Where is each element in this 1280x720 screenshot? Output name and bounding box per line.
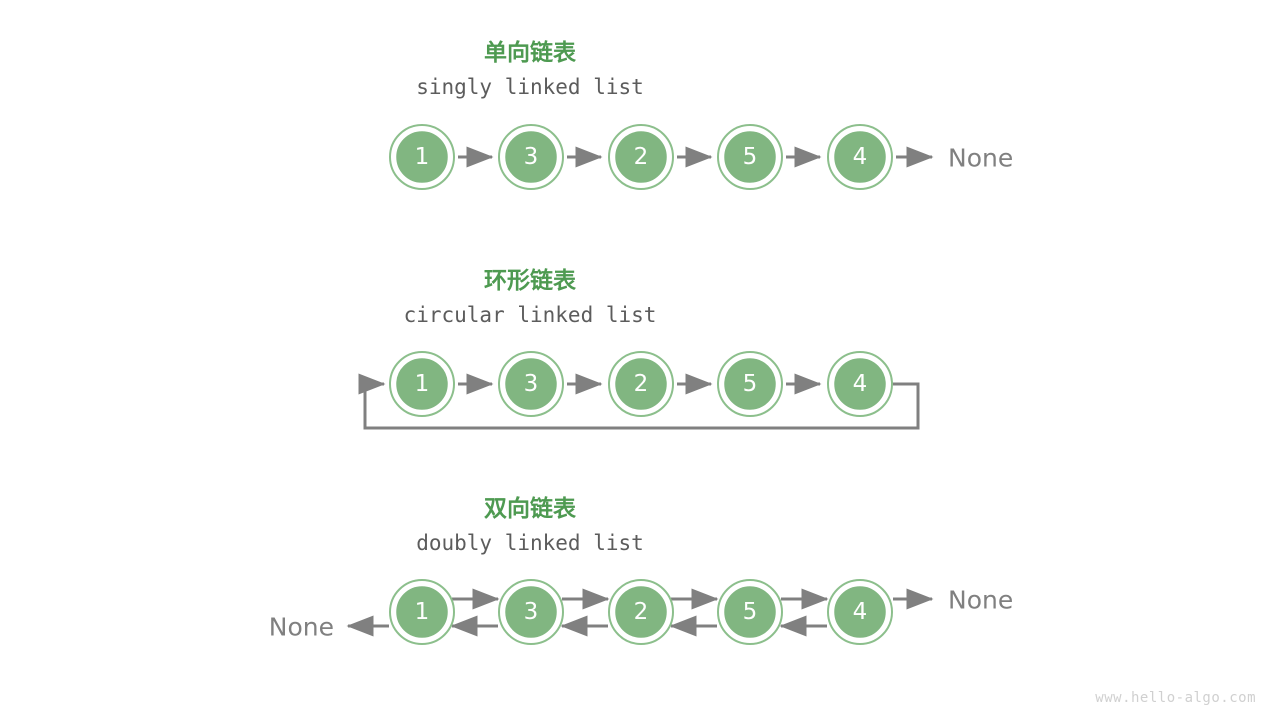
node-singly-0: 1 <box>389 124 455 190</box>
node-doubly-0: 1 <box>389 579 455 645</box>
node-value: 2 <box>634 371 649 397</box>
watermark: www.hello-algo.com <box>1095 690 1256 706</box>
node-value: 1 <box>415 144 430 170</box>
node-value: 4 <box>853 599 868 625</box>
section-singly: 单向链表 singly linked list 1 3 <box>389 39 1013 190</box>
node-singly-3: 5 <box>717 124 783 190</box>
section-title-cn-doubly: 双向链表 <box>484 495 577 522</box>
node-singly-4: 4 <box>827 124 893 190</box>
node-value: 1 <box>415 371 430 397</box>
node-value: 3 <box>524 371 539 397</box>
section-title-cn-circular: 环形链表 <box>484 267 577 294</box>
node-value: 3 <box>524 599 539 625</box>
node-doubly-1: 3 <box>498 579 564 645</box>
node-circular-0: 1 <box>389 351 455 417</box>
node-value: 5 <box>743 599 758 625</box>
node-doubly-3: 5 <box>717 579 783 645</box>
node-value: 2 <box>634 599 649 625</box>
section-title-en-doubly: doubly linked list <box>416 531 644 555</box>
node-circular-4: 4 <box>827 351 893 417</box>
node-value: 5 <box>743 371 758 397</box>
node-circular-3: 5 <box>717 351 783 417</box>
section-doubly: 双向链表 doubly linked list 1 <box>269 495 1013 645</box>
node-value: 1 <box>415 599 430 625</box>
tail-none-label-doubly: None <box>948 586 1013 615</box>
node-singly-1: 3 <box>498 124 564 190</box>
loop-back-link <box>358 373 920 430</box>
node-circular-1: 3 <box>498 351 564 417</box>
section-circular: 环形链表 circular linked list 1 3 <box>358 267 920 430</box>
node-value: 2 <box>634 144 649 170</box>
node-doubly-2: 2 <box>608 579 674 645</box>
node-circular-2: 2 <box>608 351 674 417</box>
section-title-cn-singly: 单向链表 <box>484 39 577 66</box>
section-title-en-circular: circular linked list <box>404 303 657 327</box>
node-value: 3 <box>524 144 539 170</box>
head-none-label-doubly: None <box>269 613 334 642</box>
node-singly-2: 2 <box>608 124 674 190</box>
node-value: 5 <box>743 144 758 170</box>
node-value: 4 <box>853 144 868 170</box>
tail-none-label-singly: None <box>948 144 1013 173</box>
node-value: 4 <box>853 371 868 397</box>
link-arrows-circular <box>358 373 920 430</box>
section-title-en-singly: singly linked list <box>416 75 644 99</box>
node-doubly-4: 4 <box>827 579 893 645</box>
